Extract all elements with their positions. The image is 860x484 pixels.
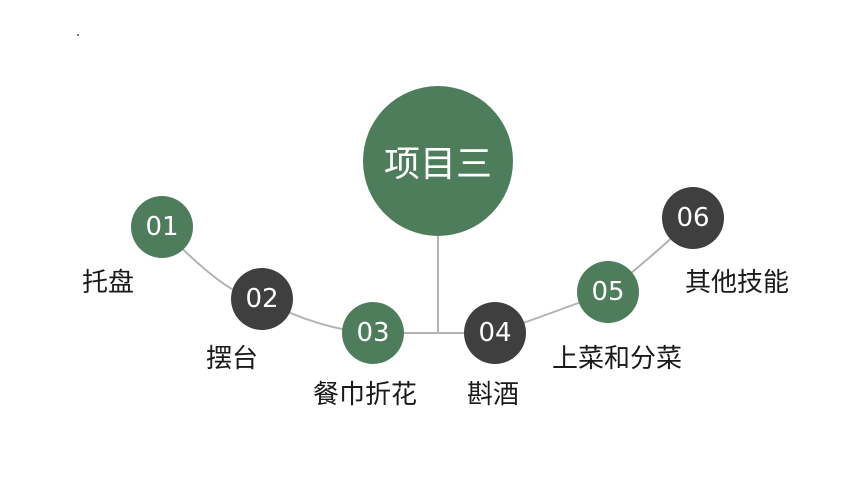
node-03: 03 xyxy=(342,302,404,364)
node-number: 02 xyxy=(245,284,279,314)
label-04: 斟酒 xyxy=(467,380,520,410)
label-06: 其他技能 xyxy=(685,268,790,298)
center-title: 项目三 xyxy=(383,144,492,185)
node-01: 01 xyxy=(131,196,193,258)
stray-dot xyxy=(77,34,79,36)
node-04: 04 xyxy=(464,302,526,364)
label-01: 托盘 xyxy=(82,268,135,298)
label-03: 餐巾折花 xyxy=(313,380,418,410)
node-02: 02 xyxy=(231,268,293,330)
node-06: 06 xyxy=(662,187,724,249)
node-number: 05 xyxy=(591,277,625,307)
label-05: 上菜和分菜 xyxy=(552,344,683,374)
node-number: 01 xyxy=(145,212,179,242)
center-node: 项目三 xyxy=(363,86,513,236)
node-number: 06 xyxy=(676,203,710,233)
node-05: 05 xyxy=(577,261,639,323)
node-number: 04 xyxy=(478,318,512,348)
label-02: 摆台 xyxy=(206,344,259,374)
node-number: 03 xyxy=(356,318,390,348)
